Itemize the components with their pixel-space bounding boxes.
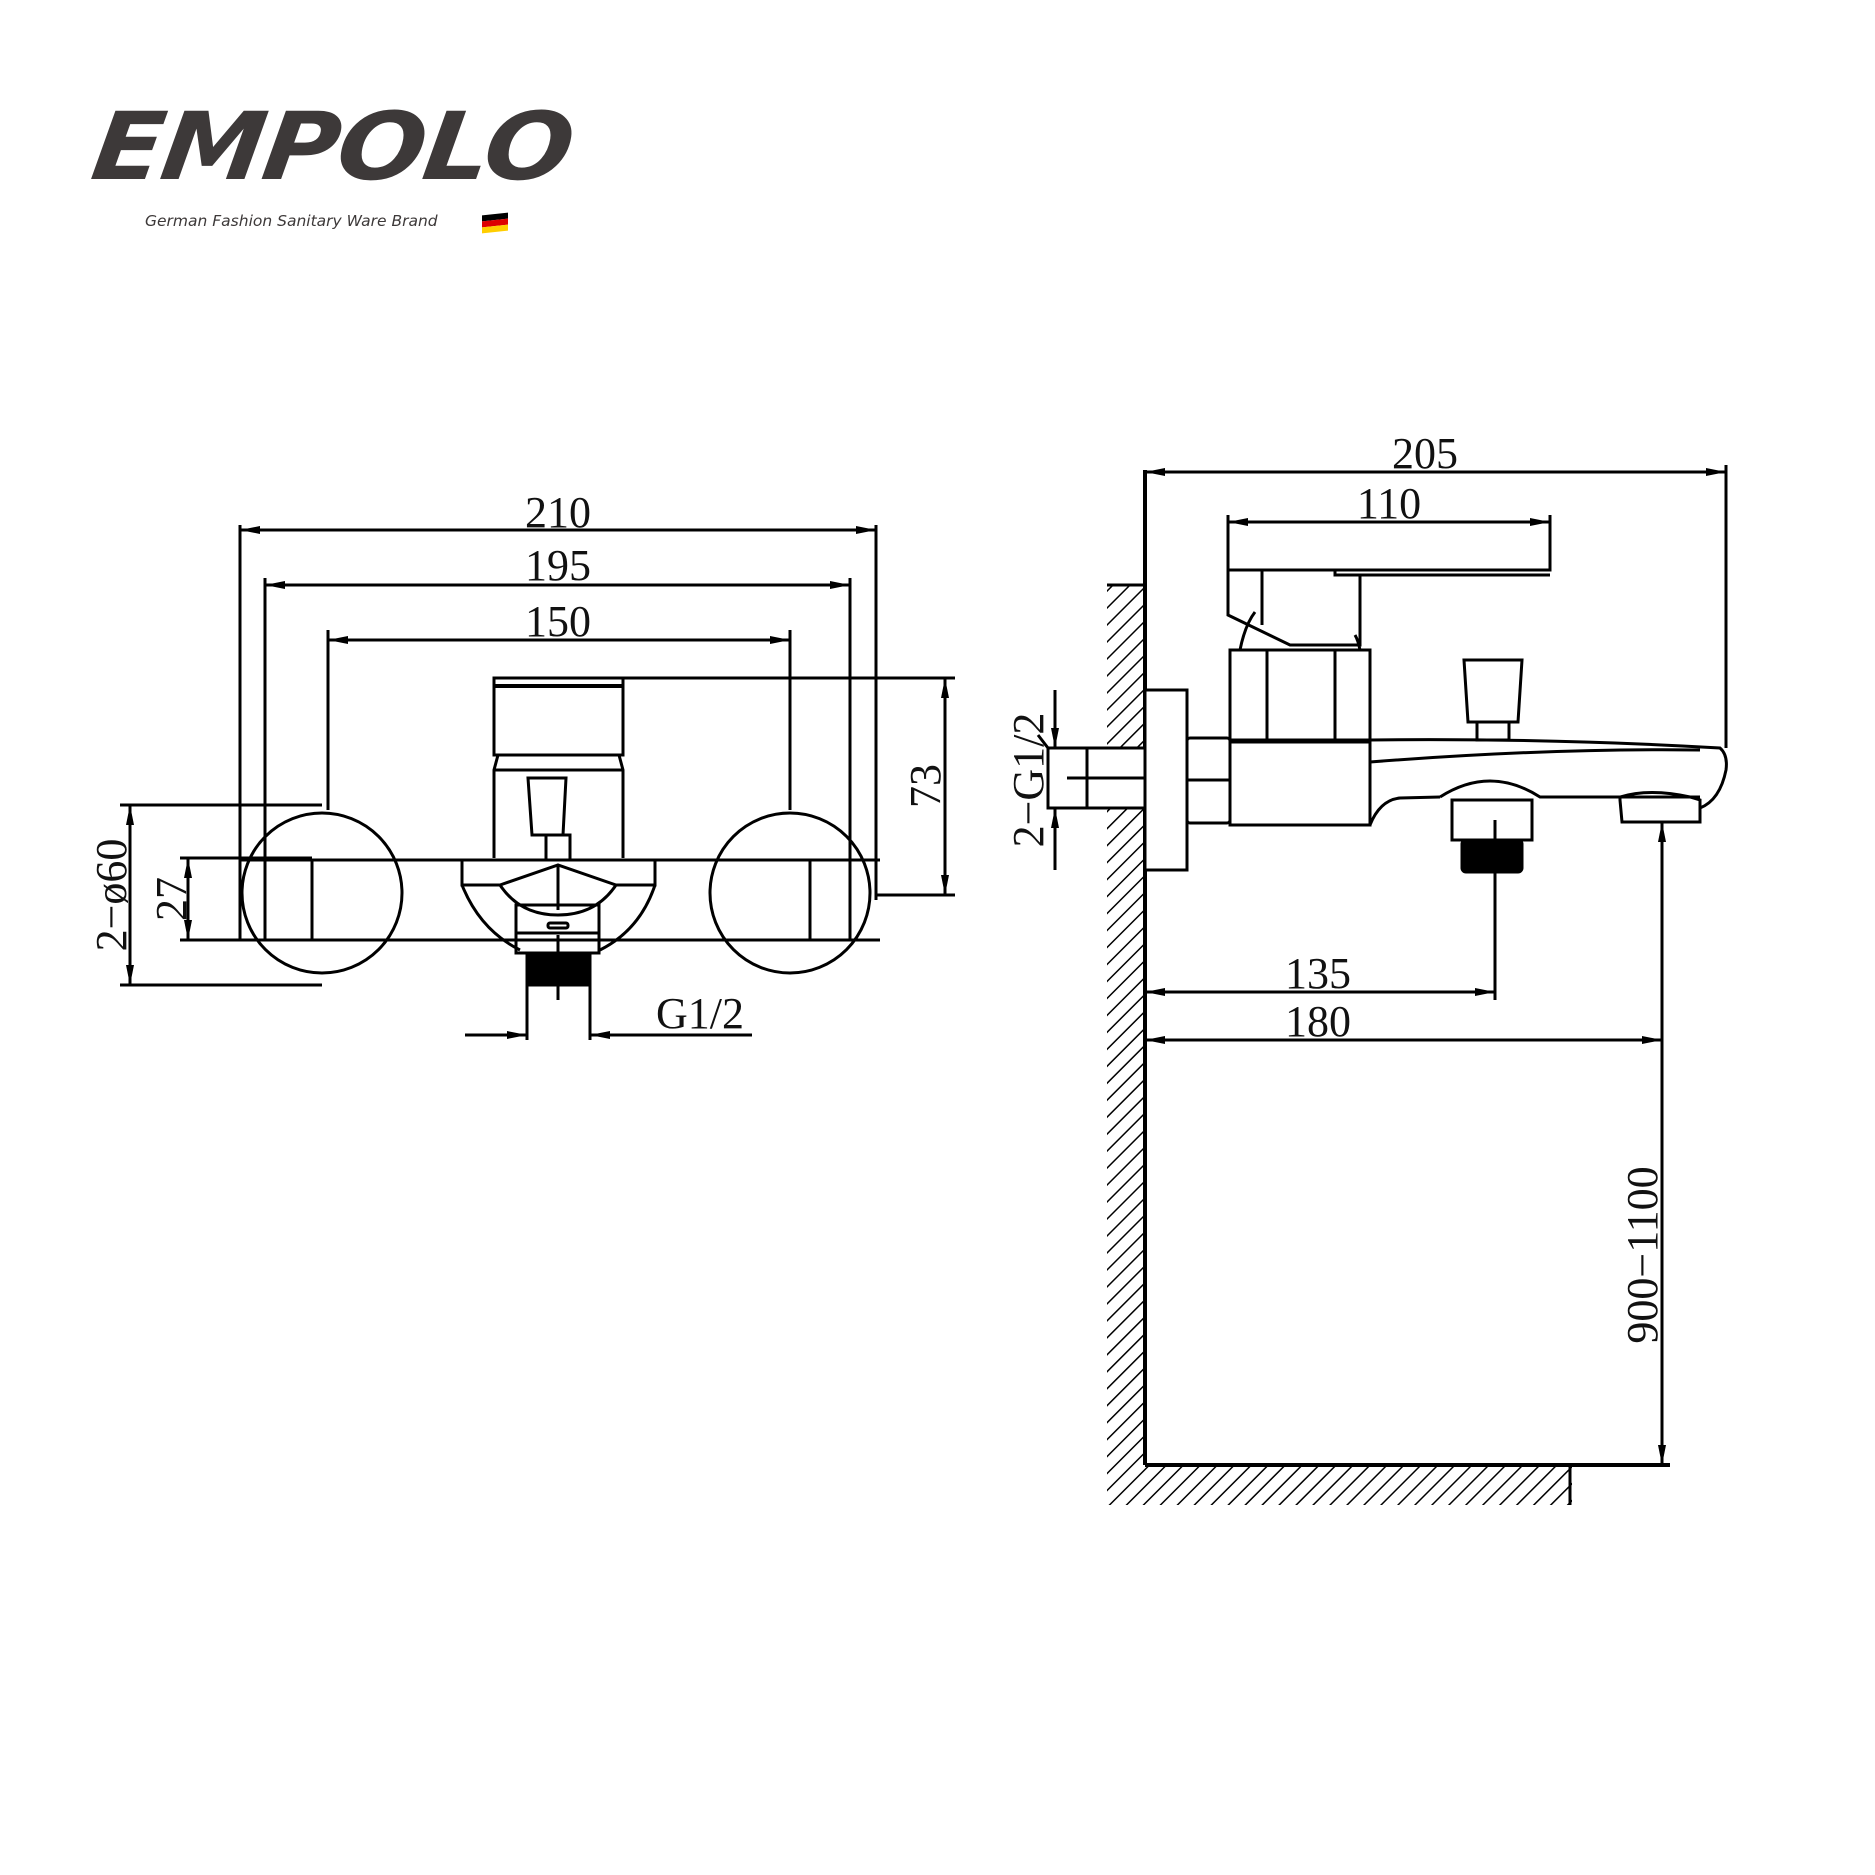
- dim-body-height: 27: [147, 877, 196, 921]
- dim-outlet-thread: G1/2: [656, 989, 744, 1038]
- side-view: [1036, 465, 1728, 1505]
- dim-overall-width: 210: [525, 488, 591, 537]
- front-view-labels: 210 195 150 73 2−ø60 27 G1/2: [87, 488, 950, 1038]
- brand-logo: EMPOLO German Fashion Sanitary Ware Bran…: [86, 92, 579, 240]
- side-view-labels: 205 110 2−G1/2 135 180 900−1100: [1004, 429, 1667, 1344]
- dim-flange-diameter: 2−ø60: [87, 839, 136, 952]
- dim-overall-depth: 205: [1392, 429, 1458, 478]
- dim-spout-distance: 180: [1285, 997, 1351, 1046]
- dim-diverter-distance: 135: [1285, 949, 1351, 998]
- dim-inlet-thread: 2−G1/2: [1004, 713, 1053, 848]
- brand-tagline: German Fashion Sanitary Ware Brand: [145, 212, 438, 230]
- dim-handle-length: 110: [1357, 479, 1421, 528]
- dim-center-distance: 150: [525, 597, 591, 646]
- dim-flange-width: 195: [525, 541, 591, 590]
- front-view: [120, 525, 955, 1040]
- dim-height: 73: [901, 764, 950, 808]
- dim-mount-height: 900−1100: [1618, 1166, 1667, 1343]
